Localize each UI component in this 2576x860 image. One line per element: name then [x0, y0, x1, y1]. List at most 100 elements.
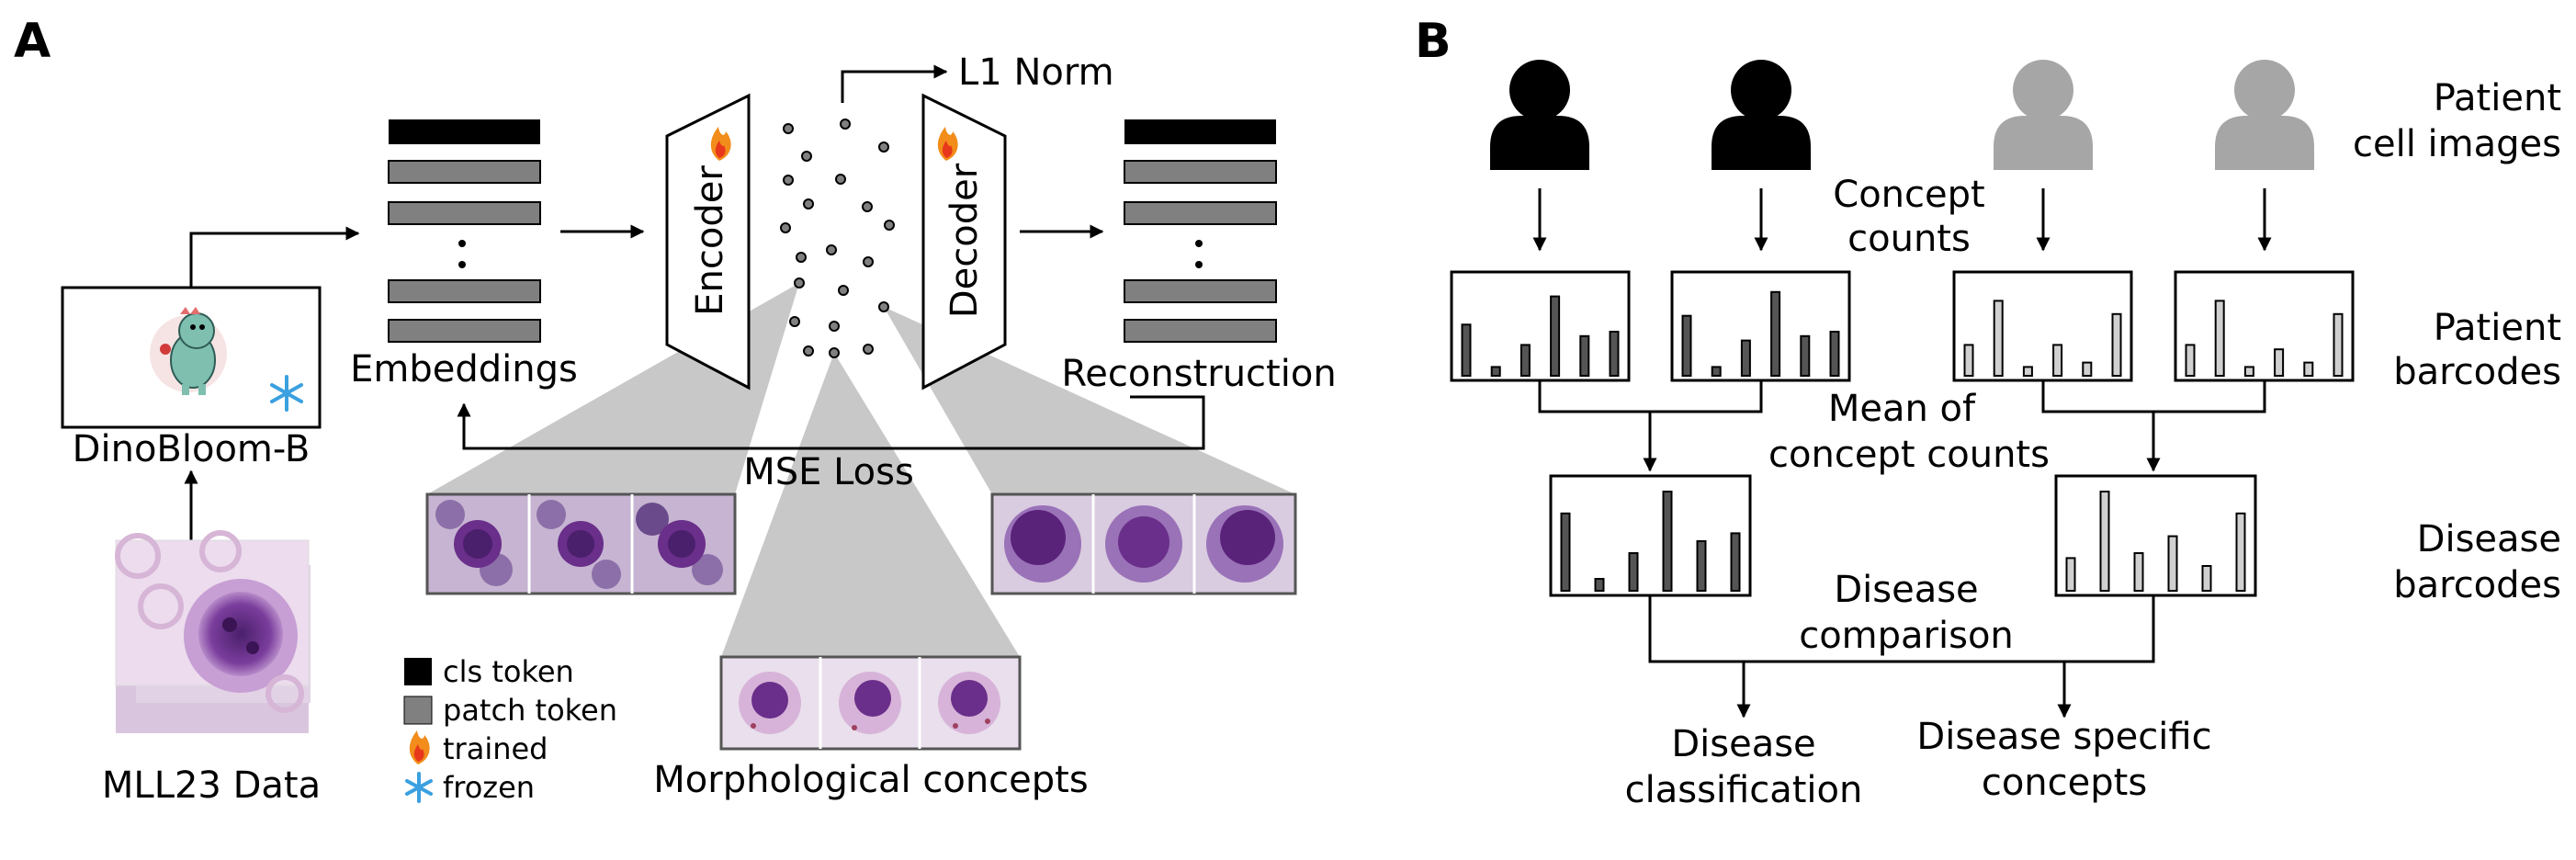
barcode-bar — [1740, 339, 1751, 378]
patch-token-bar — [388, 201, 541, 225]
barcode-bar — [2099, 491, 2110, 592]
mean-concept-counts-label-2: concept counts — [1768, 434, 2050, 476]
barcode-bar — [2111, 312, 2122, 377]
disease-specific-concepts-label-1: Disease specific — [1916, 716, 2211, 758]
patient-barcodes-label-2: barcodes — [2393, 351, 2561, 393]
disease-barcodes-label-1: Disease — [2417, 518, 2561, 560]
patch-token-bar — [388, 160, 541, 184]
legend-cls-label: cls token — [443, 654, 574, 689]
disease-barcode-box — [2054, 474, 2257, 597]
reconstruction-label: Reconstruction — [1061, 353, 1336, 395]
patient-barcode-bars — [1461, 290, 2344, 378]
legend-cls-swatch — [404, 658, 432, 685]
concept-images-middle — [719, 655, 1022, 751]
concept-counts-label-1: Concept — [1833, 174, 1984, 216]
patch-token-bar — [388, 319, 541, 343]
barcode-bar — [1560, 512, 1571, 592]
decoder-label: Decoder — [943, 163, 986, 318]
legend-snowflake-icon — [405, 772, 433, 803]
barcode-bar — [1800, 334, 1811, 377]
encoder-block — [665, 93, 751, 390]
flame-trained-icon — [710, 127, 731, 161]
barcode-bar — [2022, 366, 2033, 377]
legend-frozen-label: frozen — [443, 770, 535, 805]
barcode-bar — [1579, 334, 1590, 377]
decoder-block — [921, 93, 1007, 390]
comparison-connector — [1648, 595, 2155, 663]
legend-patch-swatch — [403, 696, 433, 725]
snowflake-frozen-icon — [270, 375, 303, 412]
dino-mascot-icon — [150, 307, 227, 395]
barcode-bar — [2333, 312, 2344, 377]
patch-token-bar — [1124, 319, 1277, 343]
merge-connector — [1538, 380, 1763, 413]
disease-barcode-bars — [1560, 491, 2246, 593]
arrow-dinobloom-embeddings — [189, 226, 360, 288]
disease-comparison-label-1: Disease — [1834, 569, 1978, 611]
panel-b-letter: B — [1415, 14, 1452, 69]
morphological-concepts-label: Morphological concepts — [653, 759, 1088, 801]
patch-token-bar — [388, 279, 541, 303]
patch-token-bar — [1124, 160, 1277, 184]
patient-barcode-box — [1450, 270, 1631, 382]
disease-barcode-box — [1549, 474, 1752, 597]
patch-token-bar — [1124, 201, 1277, 225]
l1-norm-label: L1 Norm — [958, 51, 1114, 94]
embeddings-token-stack — [388, 119, 541, 343]
concept-counts-label-2: counts — [1847, 218, 1971, 260]
barcode-bar — [2214, 300, 2225, 377]
barcode-bar — [1696, 540, 1707, 592]
concept-images-left — [425, 492, 737, 595]
arrow-mse-loss — [457, 395, 1205, 450]
mll23-cell-images — [115, 530, 311, 733]
patch-token-bar — [1124, 279, 1277, 303]
barcode-bar — [2133, 552, 2144, 592]
barcode-bar — [1963, 344, 1974, 377]
barcode-bar — [1730, 532, 1741, 593]
arrow-l1-norm — [841, 64, 948, 103]
barcode-bar — [2185, 344, 2196, 377]
patient-barcodes-label-1: Patient — [2434, 307, 2561, 349]
patient-barcode-box — [1670, 270, 1851, 382]
barcode-bar — [2243, 366, 2254, 377]
patient-barcode-box — [2174, 270, 2355, 382]
legend-patch-label: patch token — [443, 693, 617, 728]
legend-trained-label: trained — [443, 731, 548, 766]
barcode-bar — [1770, 290, 1781, 377]
mse-loss-label: MSE Loss — [743, 451, 914, 493]
barcode-bar — [2274, 348, 2285, 378]
cone-middle — [721, 353, 1020, 657]
barcode-bar — [1609, 331, 1620, 377]
barcode-bar — [2235, 512, 2246, 592]
barcode-bar — [1490, 366, 1501, 377]
barcode-bar — [1662, 491, 1673, 592]
legend: cls token patch token trained frozen — [403, 654, 617, 805]
barcode-bar — [2052, 344, 2063, 377]
latent-sparse-dots — [780, 119, 895, 358]
dinobloom-label: DinoBloom-B — [73, 428, 311, 470]
disease-specific-concepts-label-2: concepts — [1982, 762, 2147, 804]
barcode-bar — [1550, 295, 1561, 378]
patient-person-icon — [1994, 60, 2093, 170]
barcode-bar — [1520, 344, 1531, 377]
concept-images-right — [990, 492, 1297, 595]
patient-person-icon — [1490, 60, 1589, 170]
barcode-bar — [1628, 552, 1639, 592]
patient-cell-images-label-2: cell images — [2353, 123, 2561, 165]
mean-concept-counts-label-1: Mean of — [1828, 388, 1976, 430]
panel-a-letter: A — [14, 14, 51, 69]
disease-barcodes-label-2: barcodes — [2393, 564, 2561, 606]
legend-flame-icon — [409, 730, 430, 764]
cls-token-bar — [1124, 119, 1276, 144]
patient-person-icon — [2215, 60, 2314, 170]
patient-cell-images-label-1: Patient — [2434, 77, 2561, 119]
barcode-bar — [1594, 578, 1605, 592]
disease-classification-label-1: Disease — [1671, 723, 1815, 765]
flame-trained-icon — [937, 127, 958, 161]
cls-token-bar — [389, 119, 540, 144]
merge-connector — [2041, 380, 2266, 413]
embeddings-label: Embeddings — [350, 348, 578, 390]
barcode-bar — [1711, 366, 1722, 377]
barcode-bar — [2082, 361, 2093, 378]
